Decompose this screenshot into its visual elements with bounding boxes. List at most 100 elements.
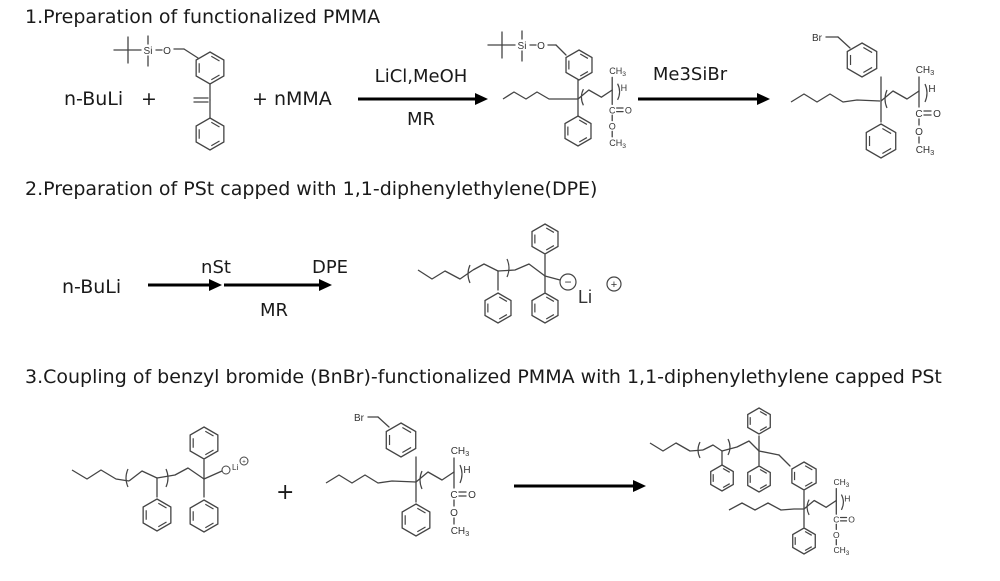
plus-sign: +	[242, 460, 246, 466]
carbonyl-oxygen-label: O	[468, 490, 476, 501]
ring-double-bond	[416, 526, 426, 533]
ring-double-bond	[759, 426, 768, 432]
ring-outline	[142, 498, 172, 532]
arrow-head	[209, 279, 222, 291]
ring-double-bond	[863, 66, 873, 73]
ring-double-bond	[722, 467, 731, 473]
ring-double-bond	[545, 245, 555, 251]
benzene-ring	[189, 426, 219, 460]
subscript: 3	[622, 71, 626, 78]
open-paren	[467, 264, 471, 284]
methyl-label: CH3	[833, 477, 849, 489]
negative-charge-circle	[221, 465, 231, 475]
bond-chain	[417, 269, 474, 280]
ring-outline	[865, 123, 897, 159]
bond-chain	[71, 469, 130, 482]
section-2-heading: 2.Preparation of PSt capped with 1,1-dip…	[25, 178, 598, 200]
close-paren	[840, 494, 844, 511]
plus-sign-1: +	[141, 88, 157, 110]
open-paren	[884, 89, 888, 109]
benzene-ring	[747, 465, 771, 493]
condition-nst: nSt	[201, 257, 231, 278]
benzene-ring	[385, 422, 417, 458]
ring-outline	[189, 499, 219, 533]
condition-dpe: DPE	[311, 257, 349, 278]
reactant-nmma: + nMMA	[252, 88, 332, 110]
bond	[183, 48, 199, 59]
condition-mr-2: MR	[259, 300, 289, 321]
arrow-dpe	[224, 279, 332, 291]
ring-outline	[846, 42, 878, 78]
positive-charge-circle	[606, 276, 622, 292]
methyl-label: CH3	[451, 446, 470, 458]
ring-outline	[531, 223, 559, 255]
bond-chain	[577, 89, 613, 100]
hydrogen-label: H	[463, 465, 470, 476]
hydrogen-label: H	[621, 83, 628, 93]
bond	[544, 275, 561, 281]
arrow-me3sibr	[638, 93, 770, 105]
ring-outline	[195, 117, 225, 151]
subscript: 3	[930, 68, 934, 77]
ester-oxygen-label: O	[609, 122, 616, 132]
bond-chain	[156, 467, 205, 480]
ring-outline	[565, 49, 593, 81]
benzene-ring	[531, 223, 559, 255]
close-paren	[617, 83, 621, 101]
methyl-label: CH3	[833, 545, 849, 557]
plus-sign-3: +	[276, 480, 295, 505]
minus-sign: −	[564, 275, 571, 289]
ester-oxygen-label: O	[833, 530, 840, 540]
close-paren	[506, 258, 510, 278]
ring-double-bond	[722, 483, 731, 489]
negative-charge-circle	[559, 273, 577, 291]
carbonyl-oxygen-label: O	[848, 515, 855, 525]
ring-double-bond	[498, 314, 508, 320]
carbonyl-oxygen-label: O	[625, 105, 632, 115]
subscript: 3	[930, 148, 934, 157]
ring-double-bond	[882, 128, 892, 135]
silicon-label: Si	[144, 46, 153, 57]
benzene-ring	[195, 51, 225, 85]
ring-double-bond	[204, 522, 214, 529]
open-paren	[697, 441, 701, 459]
reactant-n-buli-2: n-BuLi	[62, 276, 122, 298]
carbon-label: C	[450, 490, 457, 501]
close-paren	[727, 438, 731, 456]
hydrogen-label: H	[844, 493, 850, 503]
benzene-ring	[531, 292, 559, 324]
benzene-ring	[565, 49, 593, 81]
bond	[555, 44, 567, 56]
ring-outline	[791, 461, 817, 491]
ring-outline	[792, 527, 816, 555]
bond-chain	[415, 471, 455, 483]
benzene-ring	[189, 499, 219, 533]
benzene-ring	[792, 527, 816, 555]
ring-double-bond	[545, 296, 555, 302]
bond-chain	[325, 474, 417, 484]
ring-double-bond	[157, 502, 167, 509]
bond	[778, 454, 791, 467]
benzene-ring	[747, 407, 771, 435]
subscript: 3	[465, 529, 469, 538]
ring-double-bond	[545, 227, 555, 233]
close-paren	[924, 83, 928, 103]
ester-oxygen-label: O	[915, 127, 923, 138]
bond-chain	[702, 444, 723, 452]
section-3-heading: 3.Coupling of benzyl bromide (BnBr)-func…	[25, 366, 942, 388]
ring-double-bond	[204, 503, 214, 510]
ring-double-bond	[204, 430, 214, 437]
subscript: 3	[846, 482, 850, 489]
benzene-ring	[710, 464, 734, 492]
ring-double-bond	[210, 55, 220, 62]
ring-double-bond	[579, 71, 589, 77]
arrow-coupling	[514, 480, 646, 492]
ring-double-bond	[759, 468, 768, 474]
arrow-nst	[148, 279, 222, 291]
benzene-ring	[195, 117, 225, 151]
